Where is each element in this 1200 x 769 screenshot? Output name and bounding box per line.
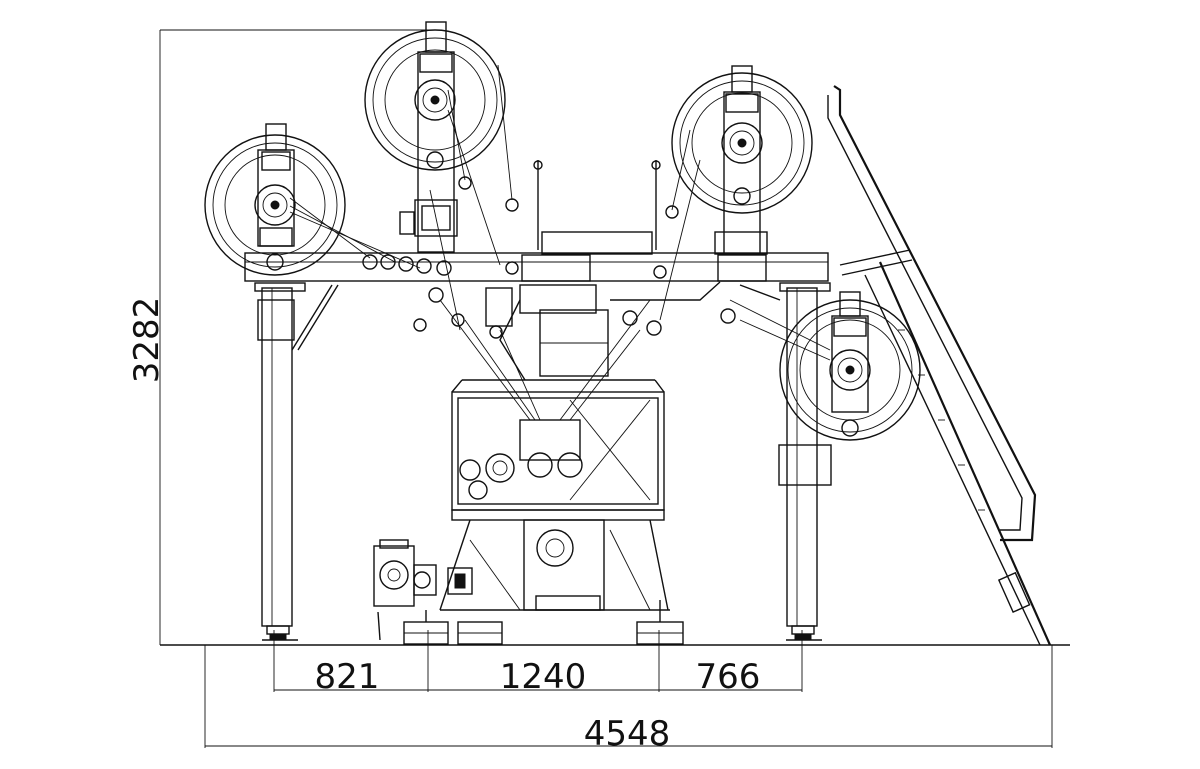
feet	[403, 600, 684, 645]
reel-right	[779, 291, 921, 441]
right-support-frame	[739, 282, 832, 641]
reel-left	[204, 123, 346, 276]
left-support-frame	[254, 282, 339, 641]
reel-top-right	[671, 65, 813, 255]
dimension-segment-left: 821	[315, 657, 380, 697]
guide-rollers	[362, 160, 736, 339]
top-beam	[244, 231, 829, 282]
central-head	[485, 281, 721, 381]
ladder-rail	[827, 85, 1052, 646]
dimension-lines	[159, 29, 1070, 748]
reel-top	[364, 21, 506, 253]
dimension-segment-right: 766	[696, 657, 761, 697]
wire-paths	[289, 64, 831, 421]
drive-unit	[373, 539, 473, 641]
dimension-segment-middle: 1240	[500, 657, 587, 697]
lower-base	[439, 509, 670, 611]
main-cabinet	[451, 379, 665, 511]
dimension-height: 3282	[127, 297, 167, 384]
dimension-width: 4548	[584, 714, 671, 754]
